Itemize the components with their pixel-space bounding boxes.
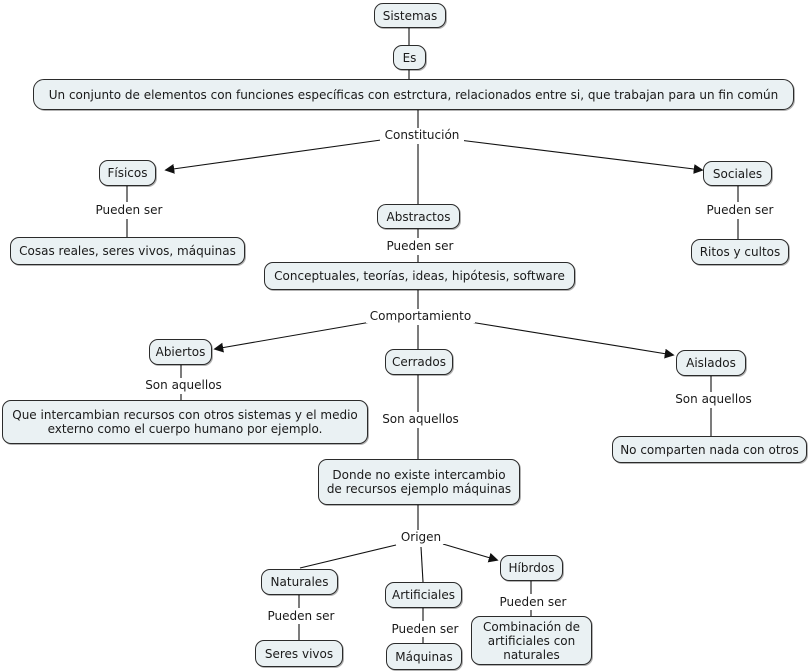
node-combinacion[interactable]: Combinación de artificiales con naturale… — [471, 616, 592, 665]
node-fisicos[interactable]: Físicos — [99, 160, 156, 186]
node-definicion[interactable]: Un conjunto de elementos con funciones e… — [33, 79, 794, 110]
link-label-son-aquellos-abiertos: Son aquellos — [139, 378, 228, 392]
node-hibridos[interactable]: Híbrdos — [500, 555, 563, 581]
node-seres-vivos[interactable]: Seres vivos — [255, 640, 343, 667]
link-label-constitucion: Constitución — [380, 128, 464, 142]
edge-comportamiento-aislados — [469, 321, 675, 359]
node-abstractos[interactable]: Abstractos — [377, 204, 460, 229]
node-cerrados[interactable]: Cerrados — [385, 349, 453, 375]
node-aislados[interactable]: Aislados — [676, 350, 746, 376]
node-conceptuales[interactable]: Conceptuales, teorías, ideas, hipótesis,… — [264, 262, 575, 290]
node-cerrados-definicion[interactable]: Donde no existe intercambio de recursos … — [318, 459, 520, 505]
node-maquinas[interactable]: Máquinas — [386, 643, 462, 670]
edge-comportamiento-abiertos — [213, 321, 372, 353]
link-label-son-aquellos-cerrados: Son aquellos — [376, 412, 465, 426]
link-label-pueden-ser-artificiales: Pueden ser — [382, 622, 468, 636]
edge-origen-artificiales — [420, 546, 424, 583]
edge-origen-hibridos — [442, 543, 499, 563]
node-aislados-definicion[interactable]: No comparten nada con otros — [612, 436, 807, 463]
link-label-pueden-ser-naturales: Pueden ser — [258, 609, 344, 623]
link-label-origen: Origen — [394, 530, 448, 544]
link-label-pueden-ser-hibridos: Pueden ser — [490, 595, 576, 609]
node-es[interactable]: Es — [393, 45, 426, 70]
edge-origen-naturales — [299, 544, 397, 569]
node-naturales[interactable]: Naturales — [261, 569, 338, 595]
node-sociales[interactable]: Sociales — [703, 161, 772, 186]
link-label-comportamiento: Comportamiento — [366, 309, 475, 323]
node-cosas-reales[interactable]: Cosas reales, seres vivos, máquinas — [10, 237, 245, 265]
link-label-son-aquellos-aislados: Son aquellos — [669, 392, 758, 406]
node-artificiales[interactable]: Artificiales — [385, 582, 462, 608]
node-abiertos[interactable]: Abiertos — [149, 339, 212, 365]
node-abiertos-definicion[interactable]: Que intercambian recursos con otros sist… — [2, 400, 368, 444]
link-label-pueden-ser-fisicos: Pueden ser — [86, 203, 172, 217]
link-label-pueden-ser-sociales: Pueden ser — [697, 203, 783, 217]
node-ritos-y-cultos[interactable]: Ritos y cultos — [691, 239, 789, 265]
edge-constitucion-fisicos — [164, 139, 382, 174]
node-sistemas[interactable]: Sistemas — [374, 3, 446, 28]
edge-constitucion-sociales — [458, 139, 704, 174]
link-label-pueden-ser-abstractos: Pueden ser — [377, 239, 463, 253]
